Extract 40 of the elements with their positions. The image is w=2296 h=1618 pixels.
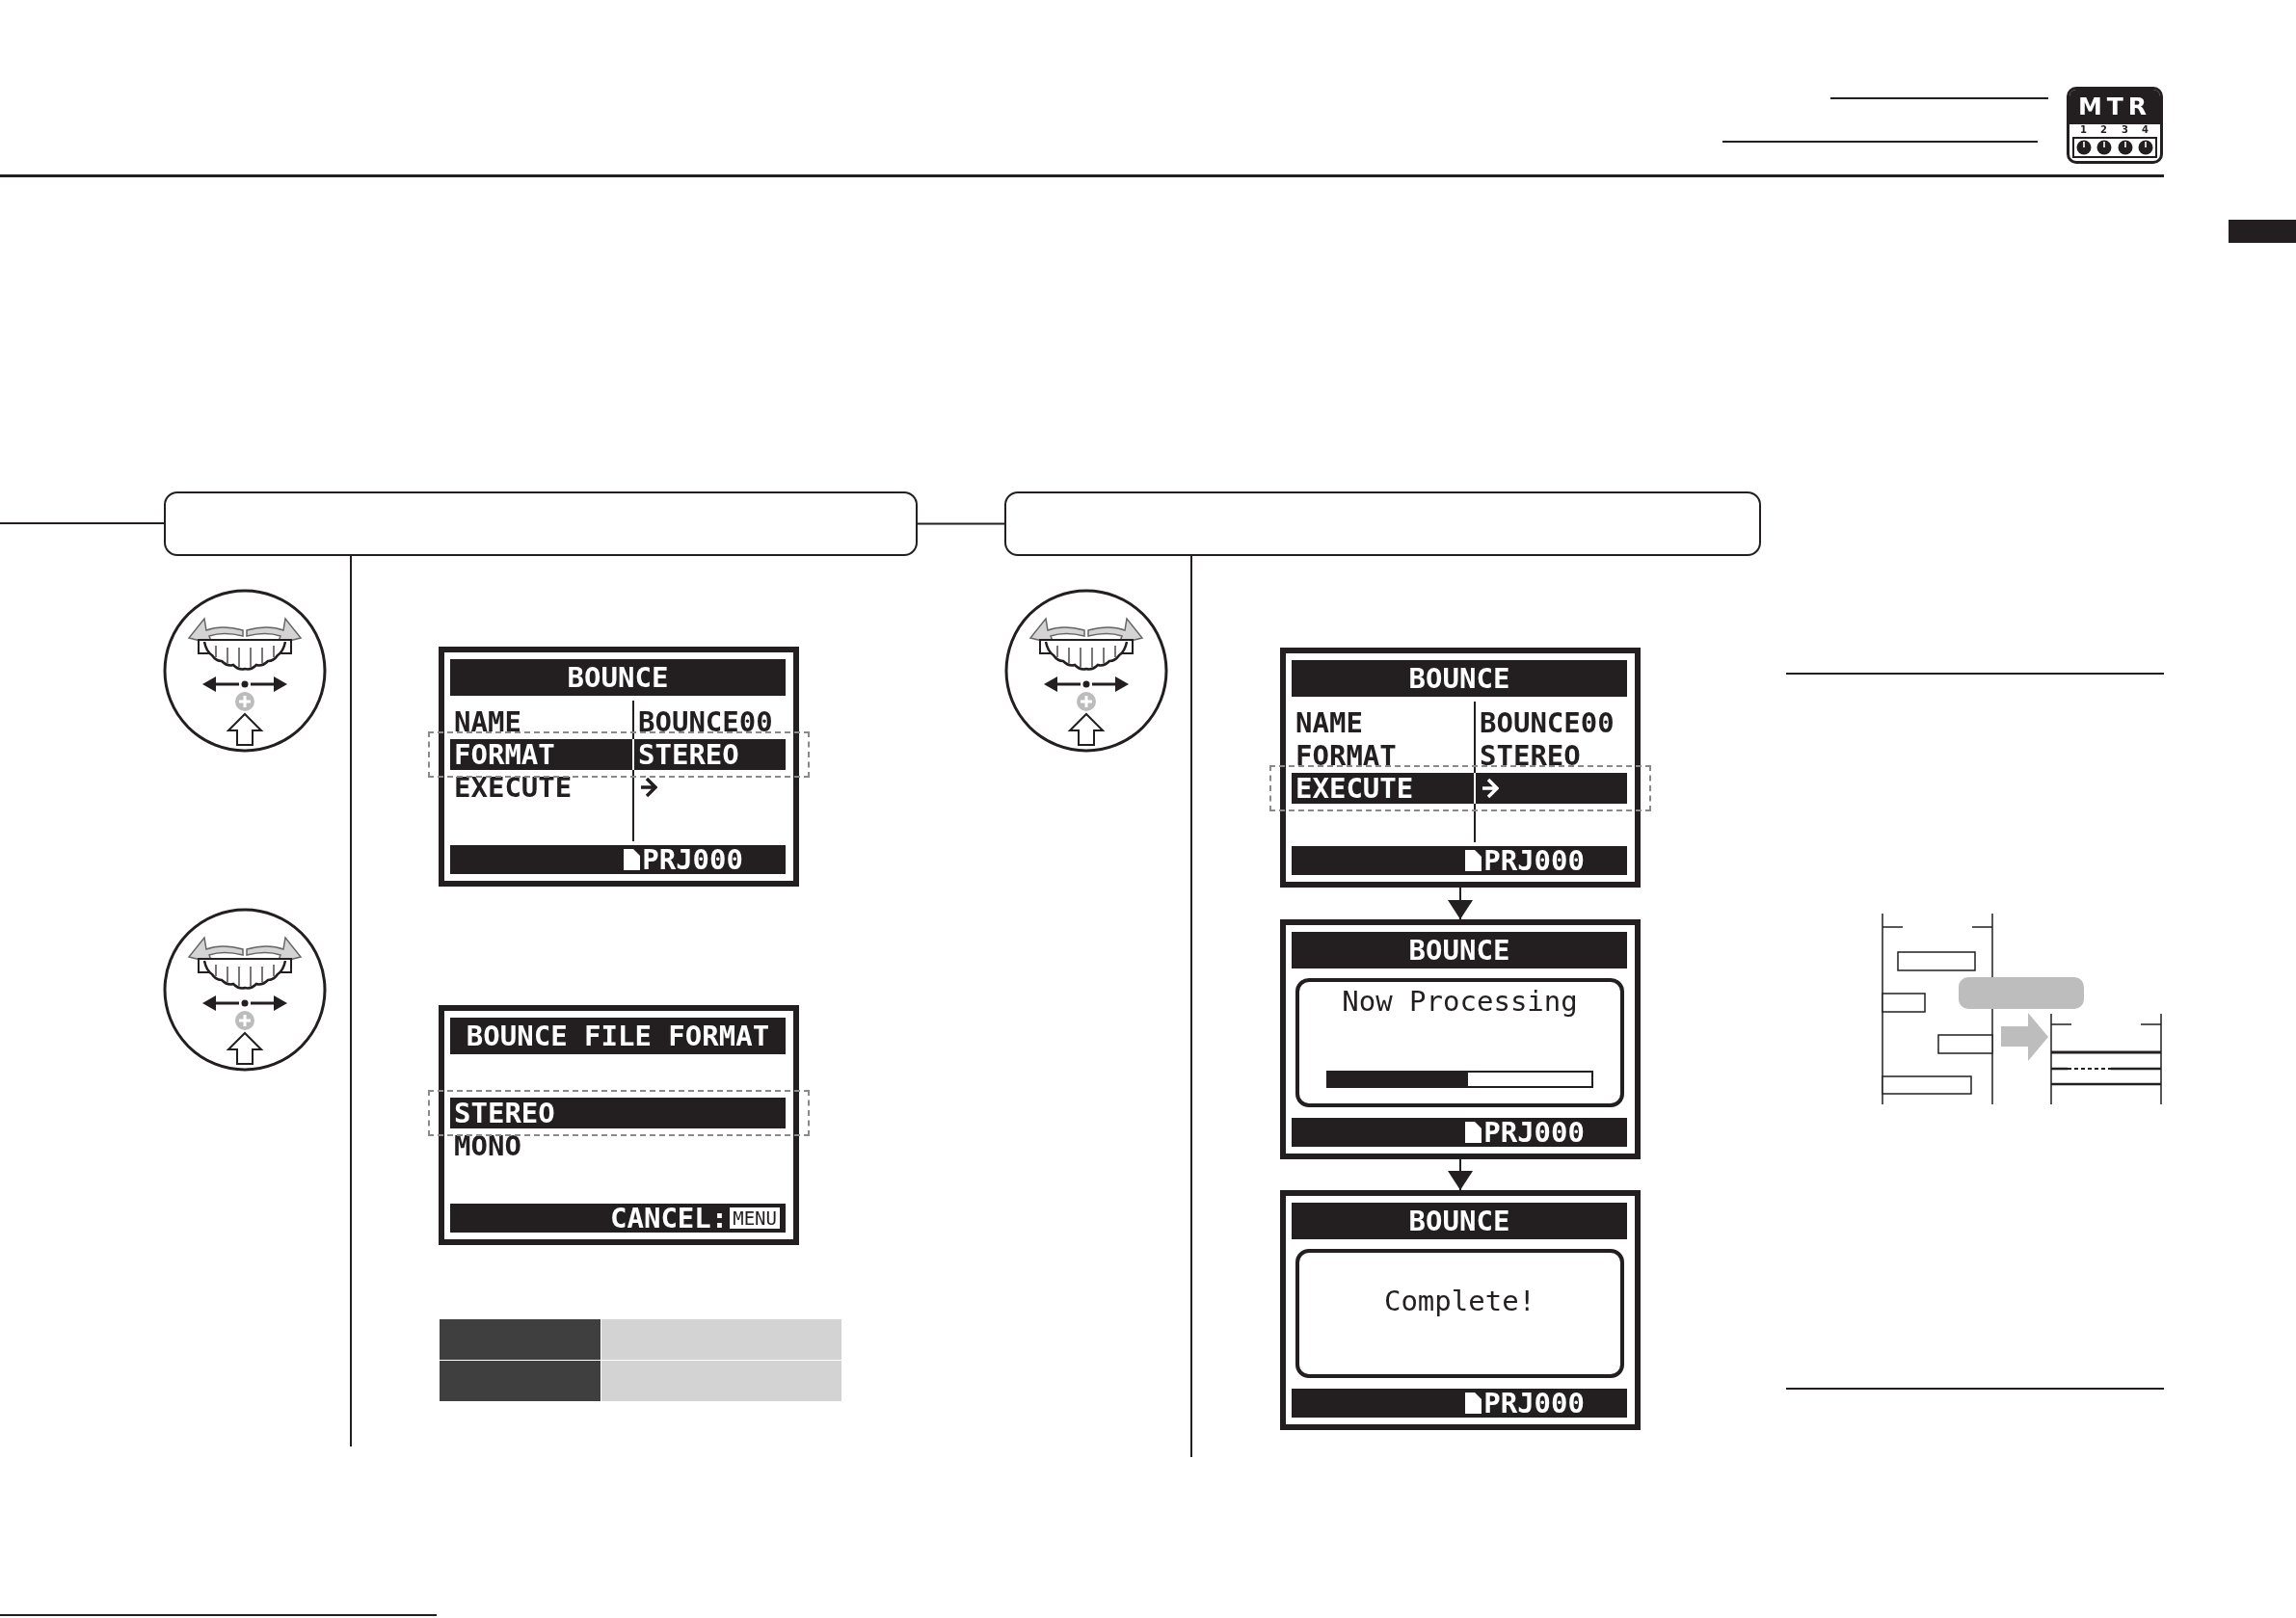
lcd-screen <box>439 1005 799 1245</box>
channel-number: 2 <box>2100 124 2107 136</box>
step-header-box <box>164 491 918 556</box>
menu-item-value: BOUNCE00 <box>1480 707 1615 738</box>
mode-label: MTR <box>2069 90 2160 124</box>
key-label: MENU <box>730 1207 780 1229</box>
lcd-screen <box>1280 919 1641 1159</box>
channel-number: 3 <box>2122 124 2128 136</box>
menu-item-label: STEREO <box>454 1098 555 1128</box>
menu-item-label: EXECUTE <box>454 772 573 803</box>
menu-item-label: NAME <box>1295 707 1363 738</box>
menu-item-label: EXECUTE <box>1295 773 1414 804</box>
title-bar: BOUNCE <box>1292 660 1627 697</box>
channel-number: 4 <box>2142 124 2149 136</box>
flow-arrow <box>1448 1158 1473 1191</box>
project-name: PRJ000 <box>1483 1118 1585 1147</box>
title-bar: BOUNCE <box>450 659 786 696</box>
connector-line <box>917 522 1005 525</box>
menu-item-value: STEREO <box>638 739 739 770</box>
flow-arrow <box>1448 887 1473 920</box>
menu-item-value: STEREO <box>1480 740 1581 771</box>
step-header-box <box>1004 491 1761 556</box>
project-name: PRJ000 <box>1483 1389 1585 1418</box>
dialog-message: Complete! <box>1383 1286 1536 1316</box>
project-name: PRJ000 <box>1483 846 1585 875</box>
lcd-screen <box>439 647 799 887</box>
menu-item-label: MONO <box>454 1130 521 1161</box>
menu-item-label: FORMAT <box>1295 740 1397 771</box>
lcd-screen <box>1280 648 1641 888</box>
channel-number: 1 <box>2080 124 2087 136</box>
footer-label: CANCEL: <box>610 1204 729 1233</box>
title-bar: BOUNCE <box>1292 1203 1627 1239</box>
lcd-screen <box>1280 1190 1641 1430</box>
menu-item-value: BOUNCE00 <box>638 706 773 737</box>
menu-item-label: FORMAT <box>454 739 555 770</box>
title-bar: BOUNCE FILE FORMAT <box>450 1018 786 1054</box>
menu-item-label: NAME <box>454 706 521 737</box>
project-name: PRJ000 <box>642 845 743 874</box>
dialog-message: Now Processing <box>1342 986 1578 1017</box>
title-bar: BOUNCE <box>1292 932 1627 968</box>
